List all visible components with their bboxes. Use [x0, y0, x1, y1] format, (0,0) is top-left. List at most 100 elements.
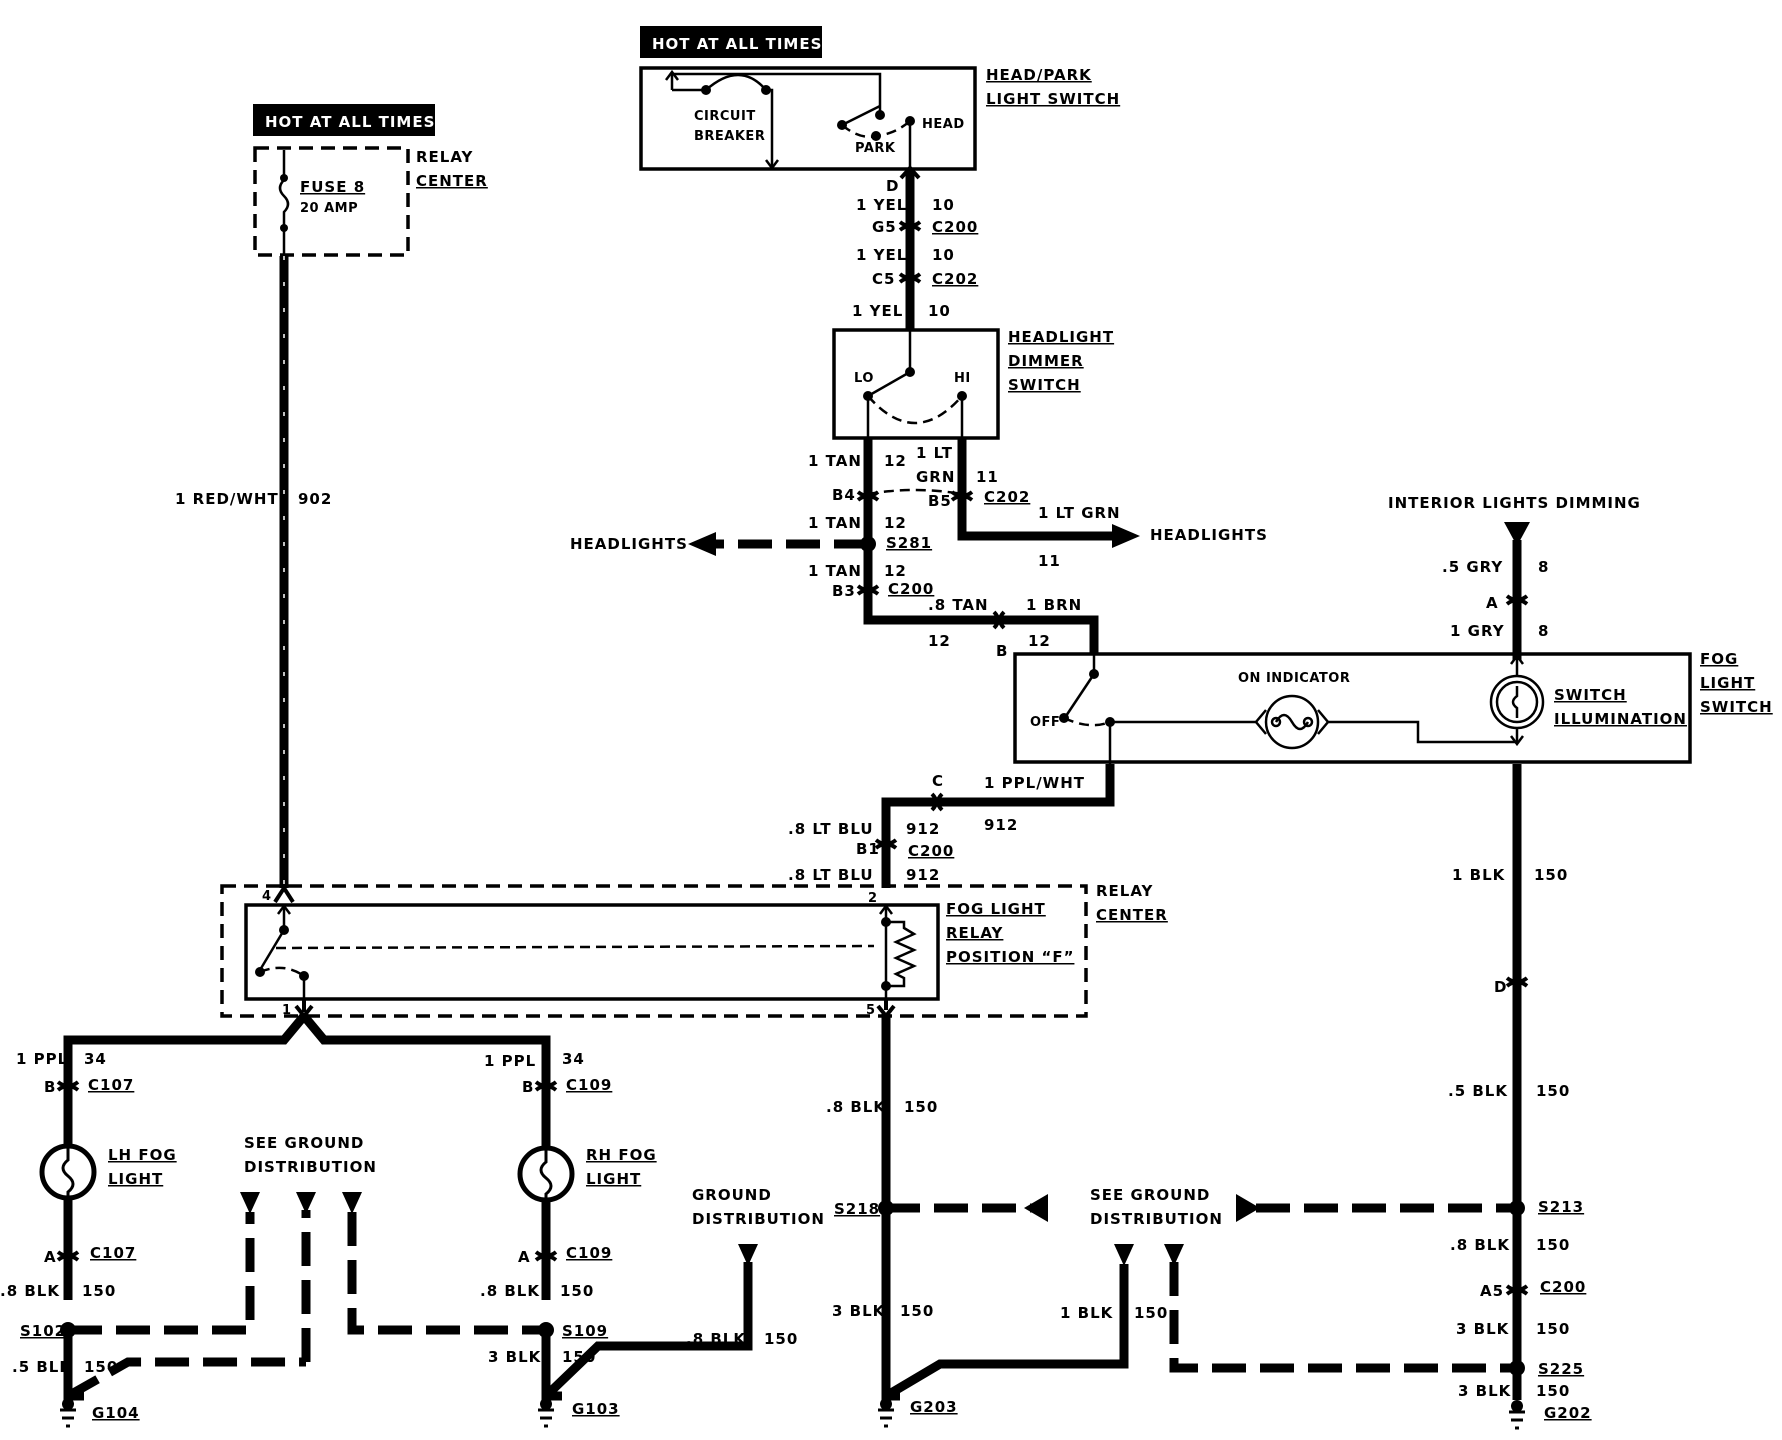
see-ground-left-2: DISTRIBUTION [244, 1158, 377, 1176]
fog-light-switch: OFF ON INDICATOR SWITCH ILLUMINATION FOG… [1013, 650, 1773, 768]
relay-pin-5: 5 [866, 1003, 876, 1018]
lt-blu-label-1: .8 LT BLU [788, 820, 874, 838]
gry-label-2: 1 GRY [1450, 622, 1505, 640]
relay-name-2: RELAY [946, 924, 1004, 942]
g103-name: G103 [572, 1400, 620, 1418]
fog-switch-name-2: LIGHT [1700, 674, 1755, 692]
yel-label-2: 1 YEL [856, 246, 907, 264]
circuit-902-label: 902 [298, 490, 332, 508]
yel-circuit-1: 10 [932, 196, 955, 214]
lh-ppl-circuit: 34 [84, 1050, 107, 1068]
s281-name: S281 [886, 534, 932, 552]
headlights-right-label: HEADLIGHTS [1150, 526, 1268, 544]
s225-name: S225 [1538, 1360, 1584, 1378]
see-ground-right-2: DISTRIBUTION [1090, 1210, 1223, 1228]
tan-label-s281b: 1 TAN [808, 562, 862, 580]
breaker-label-2: BREAKER [694, 129, 765, 144]
breaker-label-1: CIRCUIT [694, 109, 756, 124]
fog-switch-pin-b: B [996, 642, 1008, 660]
rh-name-1: RH FOG [586, 1146, 657, 1164]
relay-name-3: POSITION “F” [946, 948, 1074, 966]
head-label: HEAD [922, 117, 965, 132]
c200-b1-conn: C200 [908, 842, 954, 860]
right-blk-circuit5: 150 [1536, 1382, 1570, 1400]
lt-blu-circuit-1: 912 [906, 820, 940, 838]
head-park-switch-box [639, 66, 977, 171]
hot-at-all-times-badge-left [253, 104, 435, 136]
right-pin-d: D [1494, 978, 1507, 996]
dimming-title: INTERIOR LIGHTS DIMMING [1388, 494, 1641, 512]
b5-pin: B5 [928, 492, 952, 510]
ground-dist-mid-1: GROUND [692, 1186, 772, 1204]
see-ground-distribution-right: SEE GROUND DISTRIBUTION 1 BLK 150 [1060, 1186, 1520, 1373]
right-blk-label5: 3 BLK [1458, 1382, 1512, 1400]
dimming-pin-a: A [1486, 594, 1499, 612]
hi-label: HI [954, 371, 971, 386]
brn-wire-to-fog-switch: .8 TAN 1 BRN 12 B 12 [863, 596, 1099, 660]
s281-splice: HEADLIGHTS 1 TAN 12 S281 1 TAN 12 B3 C20… [570, 514, 934, 600]
relay-center-top-1: RELAY [416, 148, 474, 166]
s102-name: S102 [20, 1322, 66, 1340]
fog-switch-box [1013, 652, 1692, 764]
fuse-block: HOT AT ALL TIMES FUSE 8 20 AMP RELAY CEN… [253, 104, 487, 257]
lo-label: LO [854, 371, 874, 386]
relay-ground-wire: .8 BLK 150 S218 3 BLK 150 G203 [826, 1000, 1129, 1428]
lh-blk-circuit2: 150 [84, 1358, 118, 1376]
hot-label-top: HOT AT ALL TIMES [652, 35, 822, 53]
interior-dimming-feed: INTERIOR LIGHTS DIMMING .5 GRY 8 A 1 GRY… [1388, 494, 1641, 660]
head-park-light-switch: HOT AT ALL TIMES CIRCUIT BREAKER PARK HE… [639, 26, 1120, 195]
rh-ppl-circuit: 34 [562, 1050, 585, 1068]
fog-switch-name-3: SWITCH [1700, 698, 1773, 716]
red-wht-label: 1 RED/WHT [175, 490, 279, 508]
ppl-wht-circuit: 912 [984, 816, 1018, 834]
ppl-wires-to-fog-lights: 1 PPL 34 B C107 1 PPL 34 B C109 [16, 998, 611, 1150]
lh-c107-b: C107 [88, 1076, 134, 1094]
on-indicator-label: ON INDICATOR [1238, 671, 1350, 686]
g5-pin: G5 [872, 218, 897, 236]
c200-g5-conn: C200 [932, 218, 978, 236]
ground-dist-mid-circuit: 150 [764, 1330, 798, 1348]
hot-label-left: HOT AT ALL TIMES [265, 113, 435, 131]
relay-name-1: FOG LIGHT [946, 900, 1046, 918]
tan-circuit-s281b: 12 [884, 562, 907, 580]
lh-name-2: LIGHT [108, 1170, 163, 1188]
switch-pin-d: D [886, 177, 899, 195]
rh-pin-a: A [518, 1248, 531, 1266]
right-blk-label3: .8 BLK [1450, 1236, 1510, 1254]
tan-circuit-1: 12 [884, 452, 907, 470]
lh-blk-label2: .5 BLK [12, 1358, 72, 1376]
headlights-left-label: HEADLIGHTS [570, 535, 688, 553]
fuse-amp-label: 20 AMP [300, 201, 358, 216]
c202-c5-conn: C202 [932, 270, 978, 288]
g202-name: G202 [1544, 1404, 1592, 1422]
c5-pin: C5 [872, 270, 895, 288]
g203-name: G203 [910, 1398, 958, 1416]
ground-dist-mid-2: DISTRIBUTION [692, 1210, 825, 1228]
head-park-name-1: HEAD/PARK [986, 66, 1092, 84]
switch-illum-2: ILLUMINATION [1554, 710, 1687, 728]
head-park-name-2: LIGHT SWITCH [986, 90, 1120, 108]
yel-label-3: 1 YEL [852, 302, 903, 320]
lt-grn-label-l1: 1 LT [916, 444, 953, 462]
rh-ppl-label: 1 PPL [484, 1052, 536, 1070]
park-label: PARK [855, 141, 896, 156]
see-ground-distribution-left: SEE GROUND DISTRIBUTION [240, 1134, 546, 1335]
tan-label-s281: 1 TAN [808, 514, 862, 532]
lt-grn-circuit-2: 11 [1038, 552, 1061, 570]
ppl-wht-label: 1 PPL/WHT [984, 774, 1085, 792]
rh-fog-light: RH FOG LIGHT A C109 .8 BLK 150 S109 3 BL… [480, 1145, 753, 1428]
yel-circuit-2: 10 [932, 246, 955, 264]
gry-circuit-1: 8 [1538, 558, 1549, 576]
relay-pin-1: 1 [282, 1003, 292, 1018]
fog-light-relay: 4 2 1 5 FOG LIGHT RELAY POSITION “F” REL… [220, 882, 1167, 1018]
relay-gnd-blk-label2: 3 BLK [832, 1302, 886, 1320]
c200-b3-conn: C200 [888, 580, 934, 598]
right-blk-label2: .5 BLK [1448, 1082, 1508, 1100]
relay-center-right-1: RELAY [1096, 882, 1154, 900]
b1-pin: B1 [856, 840, 880, 858]
tan-circuit-12: 12 [928, 632, 951, 650]
b4-pin: B4 [832, 486, 856, 504]
right-blk-circuit3: 150 [1536, 1236, 1570, 1254]
brn-label: 1 BRN [1026, 596, 1082, 614]
